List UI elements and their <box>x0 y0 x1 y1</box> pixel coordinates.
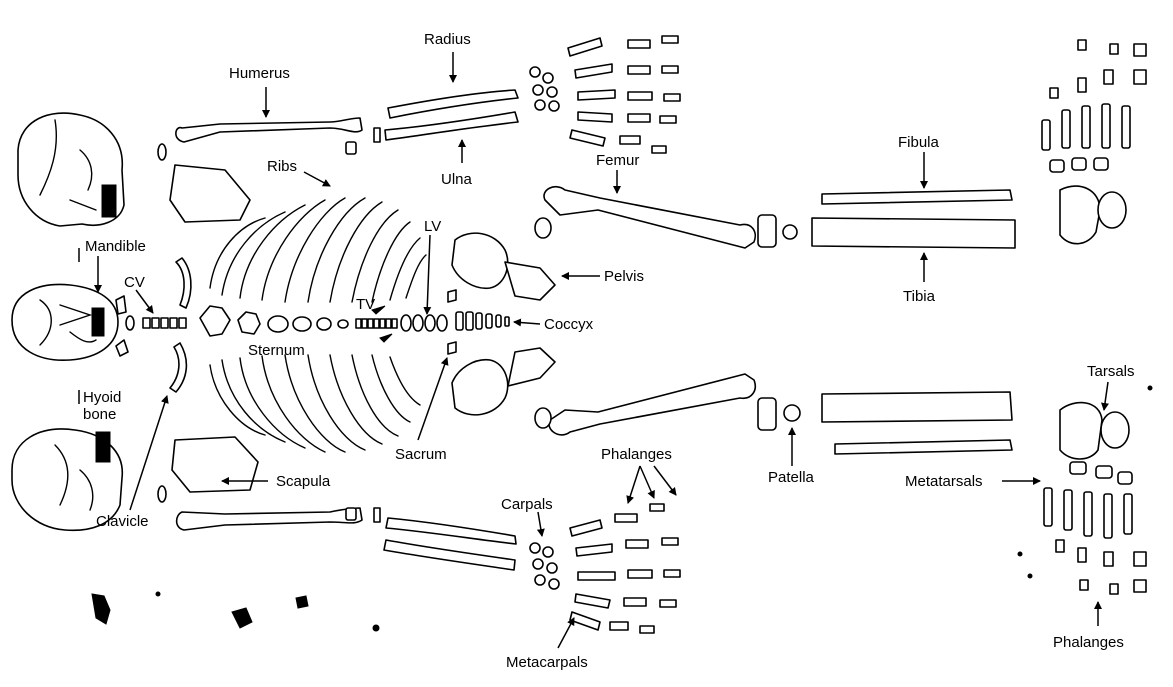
skull-middle <box>12 284 118 360</box>
skull-top <box>18 113 124 226</box>
label-tv: TV <box>356 296 375 313</box>
label-sternum: Sternum <box>248 342 305 359</box>
label-metacarpals: Metacarpals <box>506 654 588 671</box>
label-humerus: Humerus <box>229 65 290 82</box>
label-sacrum: Sacrum <box>395 446 447 463</box>
label-coccyx: Coccyx <box>544 316 593 333</box>
ribs-lower <box>210 355 420 452</box>
label-femur: Femur <box>596 152 639 169</box>
lumbar-vertebrae <box>401 315 447 331</box>
foot-upper <box>1042 40 1146 244</box>
tibia-fibula <box>812 190 1015 454</box>
carpals-lower <box>530 543 559 589</box>
label-ulna: Ulna <box>441 171 472 188</box>
label-cv: CV <box>124 274 145 291</box>
label-bone: bone <box>83 406 116 423</box>
label-metatarsals: Metatarsals <box>905 473 983 490</box>
patellae <box>758 215 800 430</box>
hand-upper-digits <box>568 36 680 153</box>
label-phalanges-hand: Phalanges <box>601 446 672 463</box>
label-mandible: Mandible <box>85 238 146 255</box>
cervical-vertebrae <box>143 318 186 328</box>
label-radius: Radius <box>424 31 471 48</box>
label-tibia: Tibia <box>903 288 935 305</box>
foot-lower <box>1044 403 1146 594</box>
carpals-upper <box>530 67 559 111</box>
label-hyoid: Hyoid <box>83 389 121 406</box>
sacrum-coccyx <box>448 290 509 354</box>
label-scapula: Scapula <box>276 473 330 490</box>
label-tarsals: Tarsals <box>1087 363 1135 380</box>
label-pelvis: Pelvis <box>604 268 644 285</box>
label-clavicle: Clavicle <box>96 513 149 530</box>
label-carpals: Carpals <box>501 496 553 513</box>
label-lv: LV <box>424 218 441 235</box>
forearms <box>374 90 518 570</box>
label-patella: Patella <box>768 469 814 486</box>
hand-lower-digits <box>570 504 680 633</box>
sternum <box>200 306 348 336</box>
label-fibula: Fibula <box>898 134 939 151</box>
speckles <box>92 386 1152 631</box>
label-phalanges-foot: Phalanges <box>1053 634 1124 651</box>
label-ribs: Ribs <box>267 158 297 175</box>
femurs <box>535 187 755 435</box>
mandible-hyoid <box>116 296 134 356</box>
